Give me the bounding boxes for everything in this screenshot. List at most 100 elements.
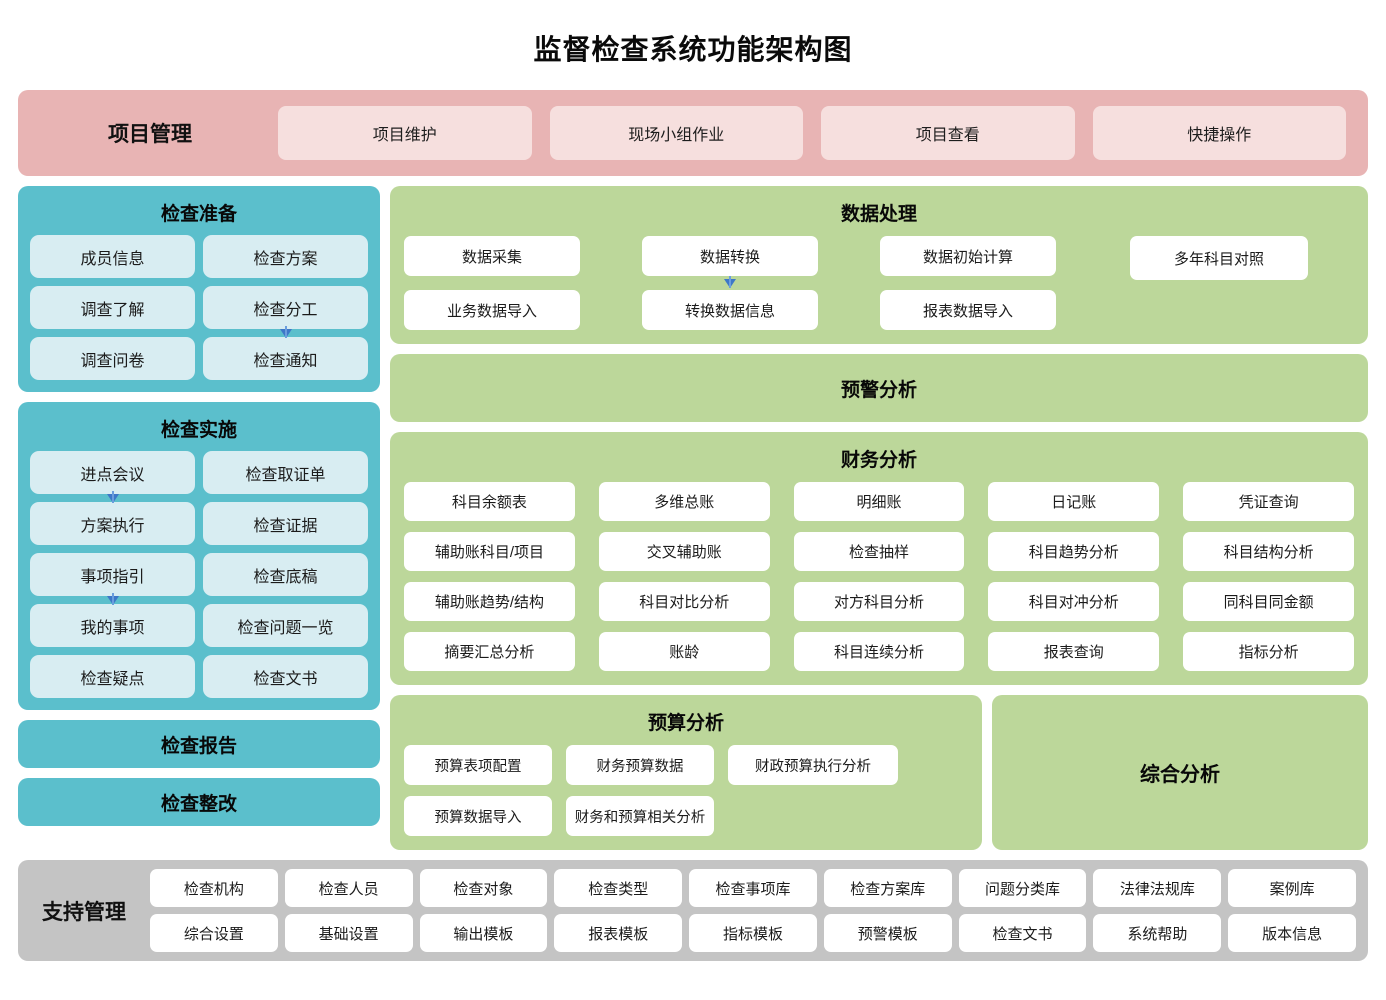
financial-analysis-item[interactable]: 报表查询 <box>988 632 1160 671</box>
project-management-item[interactable]: 项目查看 <box>821 106 1075 160</box>
budget-analysis-item[interactable]: 预算表项配置 <box>404 745 552 785</box>
financial-analysis-item[interactable]: 辅助账趋势/结构 <box>404 582 575 621</box>
arrow-down-icon <box>724 276 736 288</box>
budget-analysis-item[interactable]: 预算数据导入 <box>404 796 552 836</box>
inspection-report-bar[interactable]: 检查报告 <box>18 720 380 768</box>
inspection-execute-item[interactable]: 检查取证单 <box>203 451 368 494</box>
budget-analysis-title: 预算分析 <box>647 713 724 734</box>
financial-analysis-item[interactable]: 凭证查询 <box>1183 482 1354 521</box>
grid-cell: 检查疑点 <box>30 655 195 698</box>
support-management-item[interactable]: 指标模板 <box>689 914 817 952</box>
inspection-rectify-bar[interactable]: 检查整改 <box>18 778 380 826</box>
financial-analysis-item[interactable]: 同科目同金额 <box>1183 582 1354 621</box>
budget-analysis-item[interactable]: 财务和预算相关分析 <box>566 796 714 836</box>
multi-year-subject-compare-item[interactable]: 多年科目对照 <box>1130 236 1308 280</box>
support-management-item[interactable]: 检查人员 <box>284 869 413 907</box>
financial-analysis-item[interactable]: 指标分析 <box>1183 632 1354 671</box>
data-processing-item[interactable]: 数据采集 <box>404 236 580 276</box>
inspection-prepare-grid: 成员信息 检查方案 调查了解 检查分工 调查问卷 <box>30 235 368 380</box>
financial-analysis-item[interactable]: 交叉辅助账 <box>598 532 770 571</box>
financial-analysis-item[interactable]: 科目对冲分析 <box>988 582 1160 621</box>
financial-analysis-item[interactable]: 科目结构分析 <box>1183 532 1354 571</box>
financial-analysis-item[interactable]: 检查抽样 <box>793 532 965 571</box>
financial-analysis-item[interactable]: 辅助账科目/项目 <box>404 532 575 571</box>
warning-analysis-band[interactable]: 预警分析 <box>390 354 1368 422</box>
inspection-execute-group: 检查实施 进点会议 检查取证单 方案执行 检查证据 <box>18 402 380 710</box>
financial-analysis-item[interactable]: 对方科目分析 <box>793 582 965 621</box>
support-management-band: 支持管理 检查机构 检查人员 检查对象 检查类型 检查事项库 检查方案库 问题分… <box>18 860 1368 961</box>
support-management-title: 支持管理 <box>42 900 126 924</box>
data-processing-group: 数据处理 数据采集 数据转换 数据初始计算 <box>390 186 1368 344</box>
financial-analysis-item[interactable]: 账龄 <box>598 632 770 671</box>
inspection-prepare-item[interactable]: 检查方案 <box>203 235 368 278</box>
grid-cell: 进点会议 <box>30 451 195 503</box>
support-management-item[interactable]: 系统帮助 <box>1093 914 1222 952</box>
comprehensive-analysis-group[interactable]: 综合分析 <box>992 695 1368 850</box>
project-management-item[interactable]: 快捷操作 <box>1092 106 1346 160</box>
support-management-item[interactable]: 报表模板 <box>554 914 683 952</box>
inspection-execute-item[interactable]: 方案执行 <box>30 502 195 545</box>
financial-analysis-item[interactable]: 科目连续分析 <box>793 632 965 671</box>
inspection-execute-item[interactable]: 进点会议 <box>30 451 195 494</box>
inspection-execute-title: 检查实施 <box>160 420 237 441</box>
grid-cell: 检查取证单 <box>203 451 368 494</box>
financial-analysis-grid: 科目余额表 多维总账 明细账 日记账 凭证查询 辅助账科目/项目 交叉辅助账 检… <box>404 482 1354 671</box>
inspection-execute-item[interactable]: 检查文书 <box>203 655 368 698</box>
inspection-execute-item[interactable]: 事项指引 <box>30 553 195 596</box>
support-management-item[interactable]: 检查类型 <box>554 869 683 907</box>
support-management-item[interactable]: 案例库 <box>1228 869 1356 907</box>
inspection-execute-item[interactable]: 检查证据 <box>203 502 368 545</box>
inspection-execute-item[interactable]: 检查疑点 <box>30 655 195 698</box>
inspection-execute-grid: 进点会议 检查取证单 方案执行 检查证据 事项指引 <box>30 451 368 698</box>
data-processing-item[interactable]: 数据转换 <box>642 236 818 276</box>
inspection-prepare-group: 检查准备 成员信息 检查方案 调查了解 检查分工 <box>18 186 380 392</box>
data-processing-item[interactable]: 报表数据导入 <box>880 290 1056 330</box>
grid-cell: 检查文书 <box>203 655 368 698</box>
inspection-prepare-item[interactable]: 调查问卷 <box>30 337 195 380</box>
grid-cell: 检查问题一览 <box>203 604 368 647</box>
support-management-item[interactable]: 版本信息 <box>1228 914 1356 952</box>
support-management-item[interactable]: 检查机构 <box>150 869 278 907</box>
financial-analysis-item[interactable]: 明细账 <box>793 482 965 521</box>
grid-cell: 检查证据 <box>203 502 368 545</box>
inspection-prepare-item[interactable]: 检查分工 <box>203 286 368 329</box>
arrow-down-icon <box>279 326 292 338</box>
support-management-item[interactable]: 问题分类库 <box>958 869 1087 907</box>
page-title: 监督检查系统功能架构图 <box>533 34 853 65</box>
support-management-item[interactable]: 综合设置 <box>150 914 278 952</box>
support-management-grid: 检查机构 检查人员 检查对象 检查类型 检查事项库 检查方案库 问题分类库 法律… <box>150 869 1356 952</box>
support-management-item[interactable]: 预警模板 <box>823 914 952 952</box>
financial-analysis-item[interactable]: 科目对比分析 <box>598 582 770 621</box>
support-management-item[interactable]: 检查方案库 <box>823 869 952 907</box>
budget-analysis-group: 预算分析 预算表项配置 财务预算数据 财政预算执行分析 预算数据导入 财务和预算… <box>390 695 982 850</box>
data-processing-item[interactable]: 数据初始计算 <box>880 236 1056 276</box>
support-management-item[interactable]: 基础设置 <box>284 914 413 952</box>
budget-analysis-item[interactable]: 财政预算执行分析 <box>728 745 898 785</box>
project-management-item[interactable]: 项目维护 <box>278 106 532 160</box>
support-management-item[interactable]: 法律法规库 <box>1093 869 1222 907</box>
budget-analysis-item[interactable]: 财务预算数据 <box>566 745 714 785</box>
financial-analysis-item[interactable]: 摘要汇总分析 <box>404 632 575 671</box>
support-management-item[interactable]: 检查事项库 <box>689 869 817 907</box>
financial-analysis-item[interactable]: 科目趋势分析 <box>988 532 1160 571</box>
financial-analysis-item[interactable]: 日记账 <box>988 482 1160 521</box>
inspection-prepare-item[interactable]: 成员信息 <box>30 235 195 278</box>
financial-analysis-item[interactable]: 多维总账 <box>598 482 770 521</box>
support-management-item[interactable]: 检查文书 <box>958 914 1087 952</box>
inspection-prepare-item[interactable]: 检查通知 <box>203 337 368 380</box>
inspection-execute-item[interactable]: 我的事项 <box>30 604 195 647</box>
grid-cell: 报表数据导入 <box>880 290 1056 330</box>
grid-cell: 转换数据信息 <box>642 290 818 330</box>
project-management-items: 项目维护 现场小组作业 项目查看 快捷操作 <box>278 106 1346 160</box>
inspection-execute-item[interactable]: 检查底稿 <box>203 553 368 596</box>
financial-analysis-title: 财务分析 <box>840 450 917 471</box>
inspection-prepare-item[interactable]: 调查了解 <box>30 286 195 329</box>
grid-cell: 事项指引 <box>30 553 195 605</box>
support-management-item[interactable]: 输出模板 <box>419 914 548 952</box>
data-processing-item[interactable]: 转换数据信息 <box>642 290 818 330</box>
data-processing-item[interactable]: 业务数据导入 <box>404 290 580 330</box>
support-management-item[interactable]: 检查对象 <box>419 869 548 907</box>
project-management-item[interactable]: 现场小组作业 <box>549 106 803 160</box>
inspection-execute-item[interactable]: 检查问题一览 <box>203 604 368 647</box>
financial-analysis-item[interactable]: 科目余额表 <box>404 482 575 521</box>
